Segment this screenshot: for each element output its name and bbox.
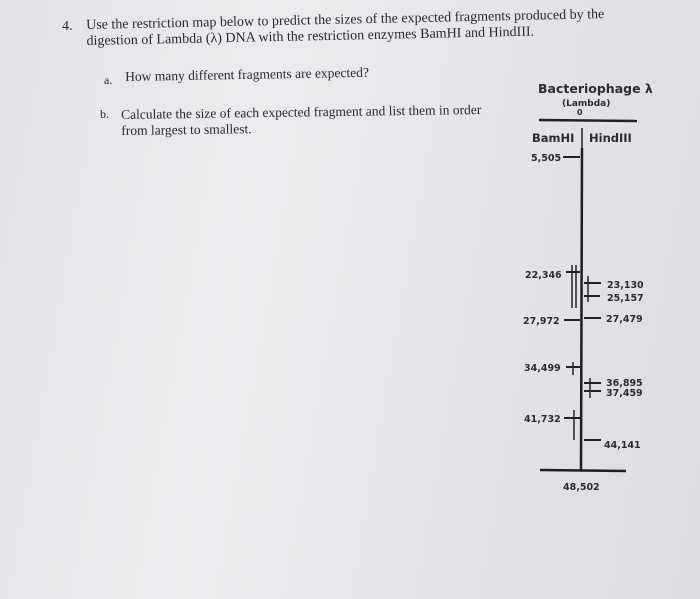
bamhi-site-label: 27,972 (523, 316, 560, 327)
part-a-label: a. (104, 73, 113, 87)
top-bar (538, 118, 638, 123)
map-start-label: 0 (577, 108, 583, 117)
hindiii-site-label: 37,459 (606, 388, 643, 399)
part-b-label: b. (100, 107, 109, 121)
bottom-bar (539, 468, 627, 473)
hindiii-site-label: 23,130 (607, 280, 644, 291)
dna-line (579, 147, 584, 471)
hindiii-header: HindIII (589, 131, 632, 145)
bamhi-site-label: 5,505 (531, 153, 561, 164)
hindiii-site-label: 36,895 (606, 378, 643, 389)
map-end-label: 48,502 (563, 482, 600, 493)
bamhi-header: BamHI (532, 131, 574, 145)
question-number: 4. (62, 19, 73, 34)
hindiii-site-label: 25,157 (607, 293, 644, 304)
bamhi-site-label: 41,732 (524, 414, 561, 425)
hindiii-site-label: 44,141 (604, 440, 641, 451)
bamhi-site-label: 22,346 (525, 270, 562, 281)
map-subtitle: (Lambda) (562, 99, 610, 109)
map-title: Bacteriophage λ (538, 81, 653, 96)
hindiii-site-label: 27,479 (606, 314, 643, 325)
bamhi-site-label: 34,499 (524, 363, 561, 374)
hindiii-ticks (584, 282, 601, 441)
